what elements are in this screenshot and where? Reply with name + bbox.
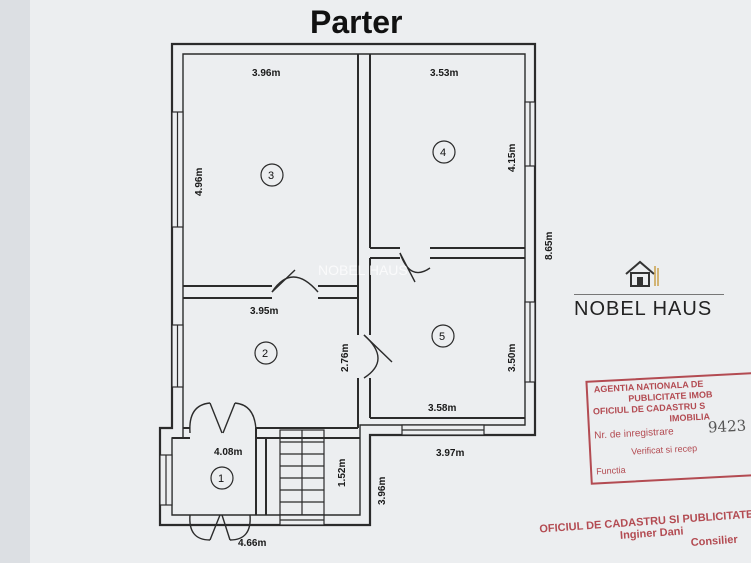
- logo-divider: [574, 294, 724, 295]
- stairs: [279, 429, 325, 516]
- stamp-line-7: Functia: [595, 464, 626, 477]
- house-icon: [625, 260, 659, 287]
- door-room3-arc: [271, 276, 319, 293]
- logo-text: NOBEL HAUS: [574, 298, 713, 320]
- windows: [159, 101, 536, 526]
- dim-bottom-width: 4.66m: [238, 538, 266, 549]
- dim-lower-right-width: 3.97m: [436, 448, 464, 459]
- room-1-circle: [210, 466, 234, 490]
- room-4-number: 4: [440, 147, 446, 159]
- stamp-line-5: Nr. de inregistrare: [594, 426, 674, 442]
- room-3-number: 3: [268, 170, 274, 182]
- room-5-number: 5: [439, 331, 445, 343]
- dim-lower-right-height: 3.96m: [377, 477, 388, 505]
- dim-room2-width: 3.95m: [250, 306, 278, 317]
- doors: [189, 252, 431, 541]
- interior-walls: [172, 54, 525, 515]
- dim-room5-height: 3.50m: [507, 344, 518, 372]
- dim-stair-height: 1.52m: [337, 459, 348, 487]
- room-3-circle: [260, 163, 284, 187]
- page-title: Parter: [310, 4, 403, 40]
- door-entry-top-left: [189, 402, 211, 434]
- room-4-circle: [432, 140, 456, 164]
- dim-room5-width: 3.58m: [428, 403, 456, 414]
- room-labels: [210, 140, 456, 490]
- watermark: NOBEL HAUS: [318, 262, 408, 278]
- room-1-number: 1: [218, 473, 224, 485]
- stamp-line-4: IMOBILIA: [669, 411, 711, 424]
- room-2-circle: [254, 341, 278, 365]
- stamp-handwritten: 9423: [707, 416, 747, 437]
- stamp-line-6: Verificat si recep: [630, 443, 698, 457]
- dim-overall-height: 8.65m: [544, 232, 555, 260]
- cadastre-stamp: AGENTIA NATIONALA DE PUBLICITATE IMOB OF…: [585, 371, 751, 485]
- room-2-number: 2: [262, 348, 268, 360]
- dim-room2-height: 2.76m: [340, 344, 351, 372]
- brand-logo: NOBEL HAUS: [566, 256, 726, 328]
- dim-room3-height: 4.96m: [194, 168, 205, 196]
- dim-entry-width: 4.08m: [214, 447, 242, 458]
- dim-room3-width: 3.96m: [252, 68, 280, 79]
- door-entry-bottom: [189, 514, 211, 541]
- room-5-circle: [431, 324, 455, 348]
- paper-edge: [0, 0, 30, 563]
- dim-room4-width: 3.53m: [430, 68, 458, 79]
- dim-room4-height: 4.15m: [507, 144, 518, 172]
